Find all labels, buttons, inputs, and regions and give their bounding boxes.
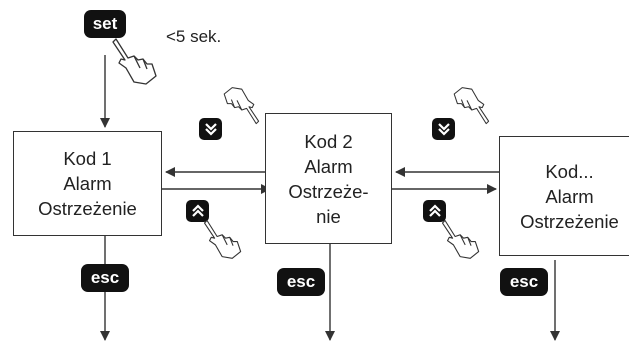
box-kod1-line3: Ostrzeżenie: [38, 198, 137, 219]
pointing-hand-icon: [112, 38, 157, 85]
set-key[interactable]: set: [84, 10, 126, 38]
box-kod2: Kod 2 Alarm Ostrzeże- nie: [265, 113, 392, 244]
time-note: <5 sek.: [166, 27, 222, 46]
double-chevron-down-icon: [437, 123, 450, 136]
set-key-label: set: [92, 14, 118, 33]
box-kod2-line3: Ostrzeże-: [288, 180, 369, 202]
esc-key-1[interactable]: esc: [81, 264, 129, 292]
box-kod2-line4: nie: [316, 205, 341, 227]
pointing-hand-icon: [223, 87, 260, 125]
box-kod2-line1: Kod 2: [304, 130, 353, 152]
up-button-2[interactable]: [423, 200, 446, 222]
double-chevron-up-icon: [428, 204, 441, 217]
down-button-2[interactable]: [432, 118, 455, 140]
box-kodn-line3: Ostrzeżenie: [520, 210, 619, 232]
up-button-1[interactable]: [186, 200, 209, 222]
pointing-hand-icon: [203, 219, 242, 259]
pointing-hand-icon: [453, 87, 490, 125]
box-kodn: Kod... Alarm Ostrzeżenie: [499, 136, 629, 256]
down-button-1[interactable]: [199, 118, 222, 140]
esc-key-2[interactable]: esc: [277, 268, 325, 296]
box-kod2-line2: Alarm: [304, 155, 353, 177]
box-kodn-line1: Kod...: [545, 160, 594, 182]
esc-key-label: esc: [509, 272, 539, 291]
esc-key-3[interactable]: esc: [500, 268, 548, 296]
esc-key-label: esc: [90, 268, 120, 287]
box-kod1-line2: Alarm: [63, 173, 112, 194]
box-kodn-line2: Alarm: [545, 185, 594, 207]
box-kod1-line1: Kod 1: [63, 148, 112, 169]
esc-key-label: esc: [286, 272, 316, 291]
pointing-hand-icon: [441, 219, 480, 259]
double-chevron-up-icon: [191, 204, 204, 217]
double-chevron-down-icon: [204, 123, 217, 136]
box-kod1: Kod 1 Alarm Ostrzeżenie: [13, 131, 162, 236]
